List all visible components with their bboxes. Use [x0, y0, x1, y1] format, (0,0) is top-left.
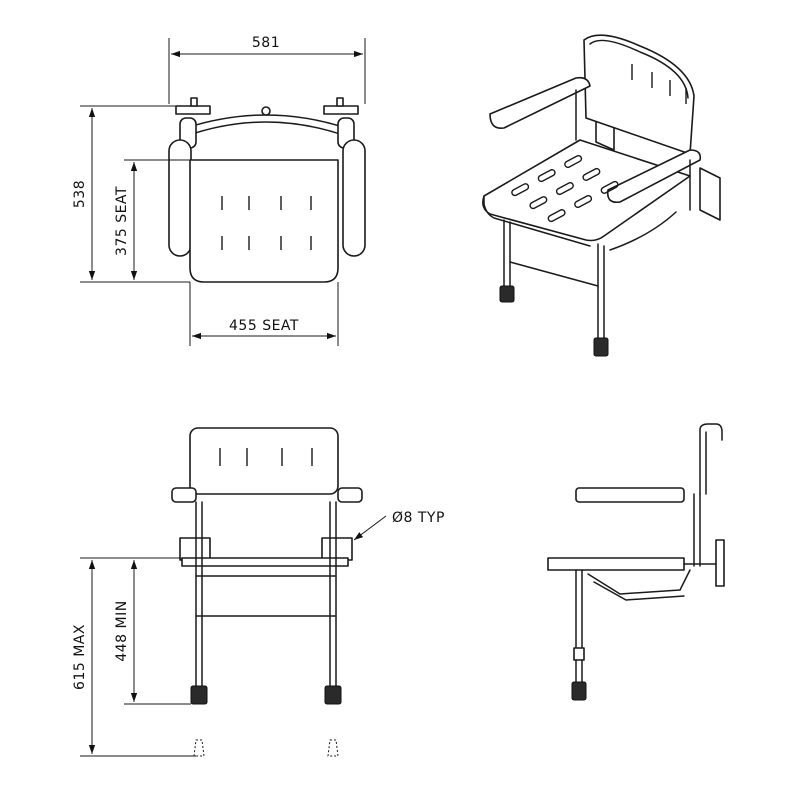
dimension-seat-depth: 375 SEAT: [114, 186, 130, 256]
plan-view: 581 538 375 SEAT 455 SEAT: [72, 35, 366, 346]
dimension-seat-width: 455 SEAT: [229, 318, 299, 334]
dimension-plan-width: 581: [252, 35, 280, 51]
front-elevation: Ø8 TYP 615 MAX 448 MIN: [72, 427, 445, 757]
side-elevation: [547, 423, 725, 701]
dimension-plan-depth: 538: [72, 180, 88, 208]
dimension-height-min: 448 MIN: [114, 600, 130, 661]
dimension-height-max: 615 MAX: [72, 624, 88, 690]
seat-slot-group: [221, 196, 312, 250]
dimension-fixing-hole: Ø8 TYP: [392, 510, 445, 526]
isometric-view: [482, 34, 721, 357]
